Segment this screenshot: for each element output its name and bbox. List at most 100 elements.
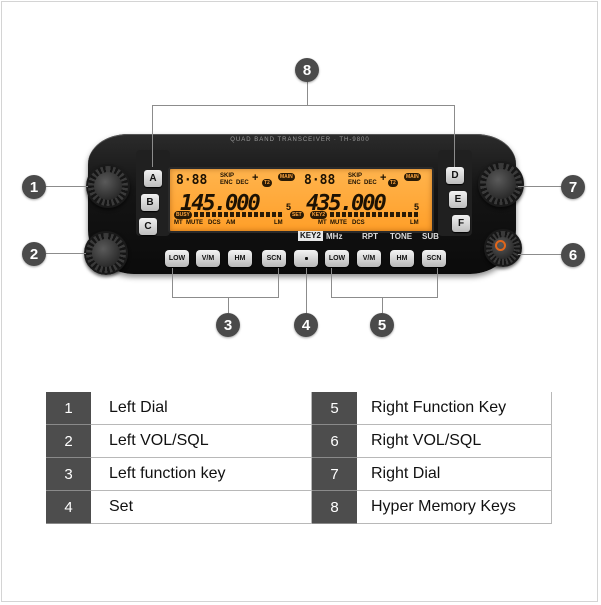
legend-label: Hyper Memory Keys [357, 490, 552, 524]
legend-number: 1 [46, 392, 91, 425]
lcd-right-dec: DEC [364, 180, 377, 186]
callout-2-line [46, 253, 86, 254]
callout-8-left-leg [152, 105, 153, 167]
legend-number: 3 [46, 457, 91, 491]
lcd-set: SET [290, 211, 304, 219]
lcd-right-t2: T2 [388, 179, 398, 187]
callout-7: 7 [561, 175, 585, 199]
callout-5-right-leg [437, 268, 438, 298]
right-vol-sql-knob[interactable] [484, 229, 522, 267]
callout-8-right-leg [454, 105, 455, 167]
lcd-right-plus: + [380, 172, 387, 184]
key2-label: KEY2 [298, 231, 323, 241]
lcd-bottom-right-lm: LM [410, 220, 419, 226]
side-key-f[interactable]: F [452, 215, 470, 232]
side-key-a[interactable]: A [144, 170, 162, 187]
rpt-label: RPT [362, 232, 378, 241]
lcd-bottom-right-dcs: DCS [352, 220, 365, 226]
lcd-right-enc: ENC [348, 180, 361, 186]
lcd-left-enc: ENC [220, 180, 233, 186]
set-key-dot [304, 257, 308, 260]
legend-label: Set [91, 490, 312, 524]
lcd-left-skip: SKIP [220, 173, 235, 179]
callout-3-bracket [172, 297, 279, 298]
lcd-left-busy: BUSY [174, 211, 192, 219]
callout-7-line [518, 186, 562, 187]
left-vm-key[interactable]: V/M [196, 250, 220, 267]
lcd-left-freq-suffix: 5 [286, 202, 292, 212]
legend-row: 2 Left VOL/SQL 6 Right VOL/SQL [46, 424, 552, 458]
legend-number: 2 [46, 424, 91, 458]
tone-label: TONE [390, 232, 413, 241]
lcd-bottom-left-mute: MUTE [186, 220, 203, 226]
callout-5-stem [382, 297, 383, 313]
right-vm-key[interactable]: V/M [357, 250, 381, 267]
callout-5-left-leg [331, 268, 332, 298]
callout-8-stem [307, 81, 308, 105]
legend-number: 6 [311, 424, 357, 458]
lcd-left-plus: + [252, 172, 259, 184]
left-hm-key[interactable]: HM [228, 250, 252, 267]
lcd-bottom-left-am: AM [226, 220, 236, 226]
knob-accent-ring [495, 240, 506, 251]
right-dial-knob[interactable] [478, 161, 524, 207]
callout-8-bracket [152, 105, 455, 106]
lcd-bottom-right-mute: MUTE [330, 220, 347, 226]
right-scn-key[interactable]: SCN [422, 250, 446, 267]
left-vol-sql-knob[interactable] [84, 231, 128, 275]
legend-label: Right Function Key [357, 392, 552, 425]
set-key[interactable] [294, 250, 318, 267]
callout-1-line [46, 186, 88, 187]
side-key-c[interactable]: C [139, 218, 157, 235]
lcd-right-main: MAIN [404, 173, 421, 181]
left-low-key[interactable]: LOW [165, 250, 189, 267]
callout-8: 8 [295, 58, 319, 82]
legend-label: Left VOL/SQL [91, 424, 312, 458]
legend-row: 3 Left function key 7 Right Dial [46, 457, 552, 491]
legend-table: 1 Left Dial 5 Right Function Key 2 Left … [46, 392, 552, 524]
legend-row: 4 Set 8 Hyper Memory Keys [46, 490, 552, 524]
lcd-bottom-left-mt: MT [174, 220, 183, 226]
sub-label: SUB [422, 232, 439, 241]
lcd-bottom-left-lm: LM [274, 220, 283, 226]
legend-number: 5 [311, 392, 357, 425]
lcd-key2: KEY2 [310, 211, 328, 219]
callout-5: 5 [370, 313, 394, 337]
callout-1: 1 [22, 175, 46, 199]
lcd-left-signal-meter [194, 212, 284, 217]
brand-text: QUAD BAND TRANSCEIVER · TH-9800 [230, 137, 370, 143]
lcd-left-frequency: 145.000 [180, 191, 261, 216]
callout-6-line [518, 254, 562, 255]
callout-3-stem [228, 297, 229, 313]
callout-3-right-leg [278, 268, 279, 298]
lcd-right-channel: 8·88 [304, 173, 336, 188]
legend-row: 1 Left Dial 5 Right Function Key [46, 392, 552, 425]
right-hm-key[interactable]: HM [390, 250, 414, 267]
right-low-key[interactable]: LOW [325, 250, 349, 267]
lcd-left-t2: T2 [262, 179, 272, 187]
callout-4-line [306, 268, 307, 314]
lcd-left-dec: DEC [236, 180, 249, 186]
legend-label: Right Dial [357, 457, 552, 491]
legend-number: 7 [311, 457, 357, 491]
lcd-bottom-left-dcs: DCS [208, 220, 221, 226]
lcd-left-channel: 8·88 [176, 173, 208, 188]
lcd-right-signal-meter [330, 212, 420, 217]
left-dial-knob[interactable] [86, 164, 130, 208]
side-key-d[interactable]: D [446, 167, 464, 184]
callout-4: 4 [294, 313, 318, 337]
callout-6: 6 [561, 243, 585, 267]
legend-number: 8 [311, 490, 357, 524]
side-key-e[interactable]: E [449, 191, 467, 208]
side-key-b[interactable]: B [141, 194, 159, 211]
lcd-right-freq-suffix: 5 [414, 202, 420, 212]
callout-3: 3 [216, 313, 240, 337]
lcd-bottom-right-mt: MT [318, 220, 327, 226]
lcd-right-skip: SKIP [348, 173, 363, 179]
legend-label: Left function key [91, 457, 312, 491]
callout-2: 2 [22, 242, 46, 266]
callout-3-left-leg [172, 268, 173, 298]
left-scn-key[interactable]: SCN [262, 250, 286, 267]
lcd-left-main: MAIN [278, 173, 295, 181]
